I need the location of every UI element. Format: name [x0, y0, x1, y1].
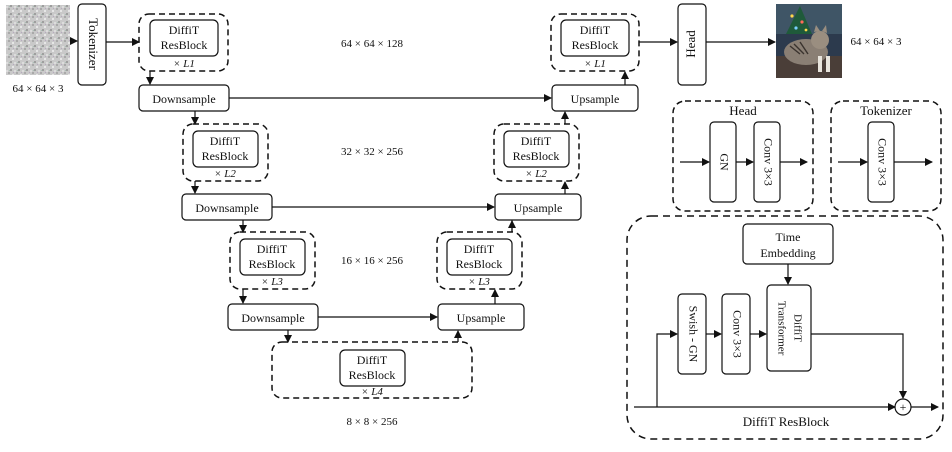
resblock-text: DiffiT [357, 353, 388, 367]
resblock-text: ResBlock [513, 149, 560, 163]
output-cat-image [776, 4, 842, 78]
resblock-l4 [339, 349, 406, 387]
upsample-2 [494, 193, 582, 221]
resblock-l2-right [503, 130, 570, 168]
tokenizer-conv-label: Conv 3×3 [875, 138, 889, 186]
resblock-group-l3-right [436, 231, 523, 290]
input-caption: 64 × 64 × 3 [13, 83, 64, 95]
multiplier-l3: × L3 [261, 276, 283, 288]
resblock-group-l3-left [229, 231, 316, 290]
resblock-text: DiffiT [257, 242, 288, 256]
transformer-label-2: Transformer [775, 301, 787, 356]
head-conv-label: Conv 3×3 [761, 138, 775, 186]
upsample-1-label: Upsample [571, 92, 620, 106]
downsample-3-label: Downsample [241, 311, 304, 325]
multiplier-l4: × L4 [361, 386, 383, 398]
downsample-1-label: Downsample [152, 92, 215, 106]
resolution-label-1: 64 × 64 × 128 [341, 38, 403, 50]
resblock-text: DiffiT [210, 134, 241, 148]
time-embedding-label-1: Time [776, 230, 801, 244]
resblock-group-l2-left [182, 123, 269, 182]
tokenizer-detail-title: Tokenizer [860, 103, 912, 118]
resolution-label-3: 16 × 16 × 256 [341, 255, 403, 267]
resblock-group-l2-right [493, 123, 580, 182]
resblock-text: DiffiT [169, 23, 200, 37]
multiplier-l2: × L2 [525, 168, 547, 180]
resblock-text: ResBlock [456, 257, 503, 271]
tokenizer-block [77, 3, 107, 86]
multiplier-l3: × L3 [468, 276, 490, 288]
upsample-1 [551, 84, 639, 112]
output-caption: 64 × 64 × 3 [851, 36, 902, 48]
resblock-text: ResBlock [202, 149, 249, 163]
resblock-detail-group [626, 215, 944, 440]
resblock-l2-left [192, 130, 259, 168]
resblock-text: ResBlock [572, 38, 619, 52]
downsample-2-label: Downsample [195, 201, 258, 215]
head-detail-title: Head [729, 103, 757, 118]
swish-gn-label: Swish - GN [686, 306, 700, 363]
resblock-text: DiffiT [464, 242, 495, 256]
resblock-group-l4 [271, 341, 473, 399]
resblock-text: ResBlock [249, 257, 296, 271]
head-block-label: Head [683, 30, 698, 58]
multiplier-l1: × L1 [173, 58, 195, 70]
resblock-conv-label: Conv 3×3 [730, 310, 744, 358]
head-block [677, 3, 707, 86]
resolution-label-2: 32 × 32 × 256 [341, 146, 403, 158]
resblock-l3-left [239, 238, 306, 276]
resblock-text: DiffiT [580, 23, 611, 37]
tokenizer-block-label: Tokenizer [86, 18, 101, 70]
multiplier-l2: × L2 [214, 168, 236, 180]
upsample-3-label: Upsample [457, 311, 506, 325]
resblock-group-l1-left [138, 13, 229, 72]
resblock-text: DiffiT [521, 134, 552, 148]
resblock-text: ResBlock [349, 368, 396, 382]
resblock-text: ResBlock [161, 38, 208, 52]
tokenizer-detail-group [830, 100, 942, 212]
gn-block-label: GN [717, 153, 731, 171]
time-embedding-label-2: Embedding [760, 246, 815, 260]
resblock-detail-title: DiffiT ResBlock [743, 414, 830, 429]
upsample-3 [437, 303, 525, 331]
resolution-label-4: 8 × 8 × 256 [347, 416, 398, 428]
diffit-transformer-block [766, 284, 812, 372]
upsample-2-label: Upsample [514, 201, 563, 215]
plus-symbol: + [900, 400, 907, 414]
transformer-label-1: DiffiT [791, 314, 803, 342]
resblock-l3-right [446, 238, 513, 276]
multiplier-l1: × L1 [584, 58, 606, 70]
noise-input-image [6, 5, 70, 75]
resblock-l1-right [560, 19, 630, 57]
resblock-l1-left [149, 19, 219, 57]
